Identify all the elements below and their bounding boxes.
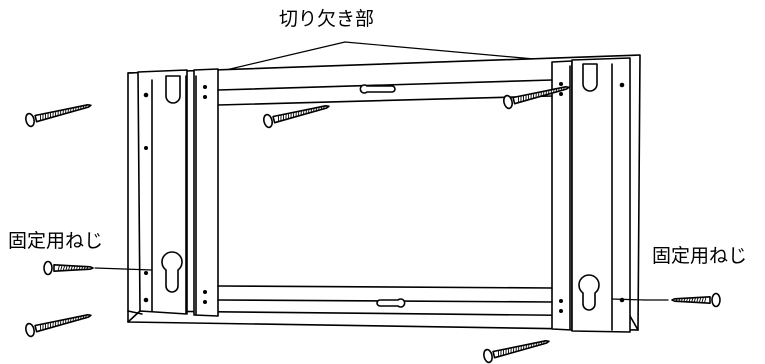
fixing-screw-right-icon <box>671 292 721 308</box>
fixing-screw-label-right: 固定用ねじ <box>652 245 748 267</box>
top-band <box>217 79 553 106</box>
right-outer-channel <box>571 57 631 333</box>
fixing-screw-left-icon <box>43 260 94 276</box>
screw-bottom-right-icon <box>483 340 550 364</box>
screw-upper-left-icon <box>25 104 92 128</box>
right-inner-channel <box>551 60 573 331</box>
screw-lower-left-icon <box>25 314 92 338</box>
screw-leader-lines <box>94 267 669 301</box>
left-outer-channel <box>137 69 188 315</box>
screw-top-right-icon <box>503 86 570 110</box>
screws <box>25 86 721 364</box>
bracket-frame <box>127 54 641 331</box>
center-keyhole-slots <box>359 84 406 308</box>
top-notches <box>165 63 598 104</box>
left-inner-channel <box>193 68 219 317</box>
notch-label: 切り欠き部 <box>279 8 375 30</box>
fixing-screw-label-left: 固定用ねじ <box>8 230 104 252</box>
lower-keyholes <box>161 251 600 311</box>
screw-top-center-icon <box>263 105 330 129</box>
